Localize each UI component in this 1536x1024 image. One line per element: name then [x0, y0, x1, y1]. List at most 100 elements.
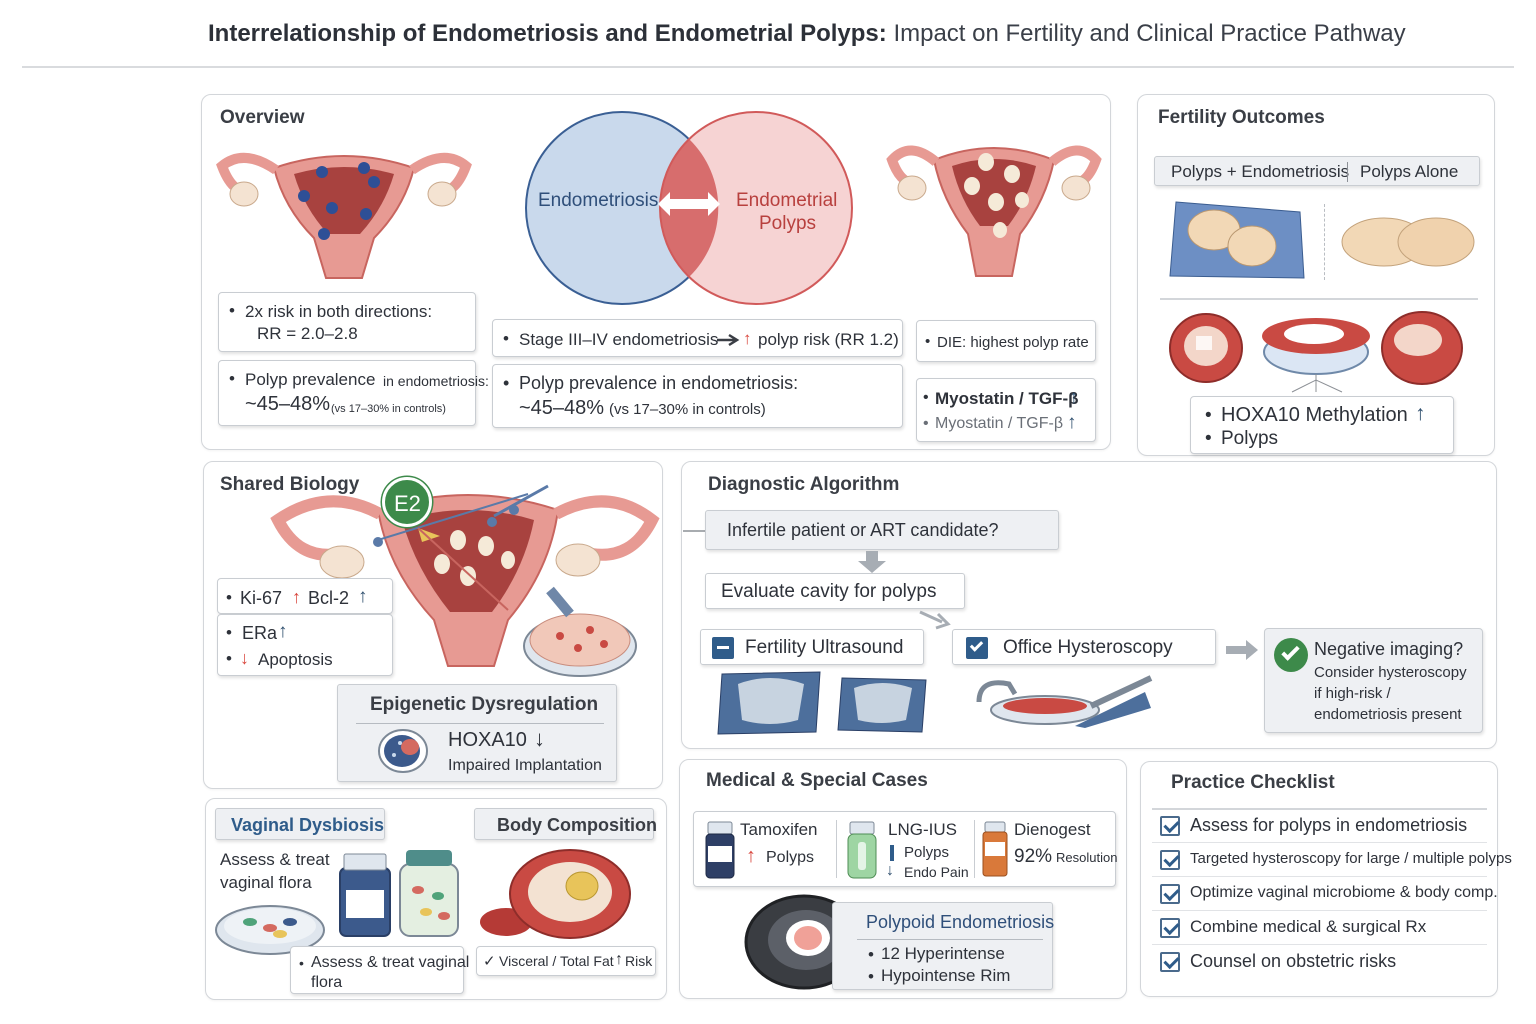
checklist-rule: [1152, 944, 1487, 945]
checklist-rule: [1152, 876, 1487, 877]
assess-flora-box: • Assess & treat vaginal flora: [290, 946, 469, 994]
ultrasound-images-illustration: [717, 671, 927, 735]
stage-box: • Stage III–IV endometriosis ↑ polyp ris…: [492, 319, 903, 357]
checkbox-checked-icon[interactable]: [1160, 952, 1180, 972]
visceral-fat-illustration: [480, 849, 631, 939]
fertility-divider: [1324, 204, 1325, 280]
checklist-item[interactable]: Assess for polyps in endometriosis: [1158, 814, 1488, 838]
question-1: Infertile patient or ART candidate?: [727, 520, 999, 540]
ultrasound-option[interactable]: Fertility Ultrasound: [700, 629, 924, 665]
checklist-item-label: Combine medical & surgical Rx: [1190, 917, 1427, 936]
med-divider: [836, 820, 837, 878]
hoxa-methylation-box: • HOXA10 Methylation ↑ • Polyps: [1190, 396, 1454, 454]
branch-arrow-icon: [919, 610, 951, 630]
checklist-item[interactable]: Targeted hysteroscopy for large / multip…: [1158, 848, 1512, 872]
tab-polyps-endometriosis[interactable]: Polyps + Endometriosis: [1171, 162, 1350, 181]
bullet: •: [226, 623, 232, 642]
polypoid-item-2: Hypointense Rim: [881, 966, 1011, 985]
prevalence-left-value: ~45–48%: [245, 393, 331, 415]
estrogen-badge: E2: [382, 477, 432, 527]
hysteroscopy-label: Office Hysteroscopy: [1003, 637, 1173, 658]
checkbox-checked-icon[interactable]: [1160, 884, 1180, 904]
title-subtitle: Impact on Fertility and Clinical Practic…: [893, 20, 1406, 47]
down-arrow-icon: ↓: [886, 862, 894, 879]
check-circle-icon: [1274, 638, 1308, 672]
right-arrow-icon: [1226, 640, 1258, 660]
hoxa10-label: HOXA10: [448, 729, 527, 751]
era-box: • ERa ↑ • ↓ Apoptosis: [217, 614, 393, 676]
myostatin-1: Myostatin / TGF-β: [935, 389, 1079, 408]
lng-ius-sub-1: Polyps: [904, 844, 950, 861]
venn-label-endometriosis: Endometriosis: [538, 190, 659, 211]
risk-text-1: 2x risk in both directions:: [245, 302, 433, 321]
cell-icon: [378, 729, 428, 773]
prevalence-left-b: in endometriosis:: [383, 373, 489, 389]
dienogest-label: Dienogest: [1014, 820, 1091, 839]
bullet: •: [868, 945, 874, 964]
checkbox-checked-icon[interactable]: [1160, 918, 1180, 938]
fertility-tabs: Polyps + Endometriosis Polyps Alone: [1154, 156, 1480, 186]
body-composition-tab: Body Composition: [474, 808, 657, 840]
die-text: DIE: highest polyp rate: [937, 334, 1089, 351]
fertility-rule: [1160, 298, 1478, 300]
prevalence-box-left: • Polyp prevalence in endometriosis: ~45…: [218, 360, 489, 426]
page-title: Interrelationship of Endometriosis and E…: [208, 20, 1406, 48]
medical-heading: Medical & Special Cases: [706, 770, 928, 791]
down-bar-icon: [890, 845, 894, 861]
checklist-item[interactable]: Optimize vaginal microbiome & body comp.: [1158, 882, 1498, 906]
up-arrow-red-icon: ↑: [743, 329, 752, 348]
prevalence-box-mid: • Polyp prevalence in endometriosis: ~45…: [492, 364, 903, 428]
tamoxifen-label: Tamoxifen: [740, 820, 818, 839]
venn-diagram: [525, 111, 853, 305]
up-arrow-icon: ↑: [278, 621, 288, 642]
fertility-heading: Fertility Outcomes: [1158, 107, 1325, 128]
negative-imaging-box: Negative imaging? Consider hysteroscopy …: [1264, 628, 1483, 733]
risk-text-2: RR = 2.0–2.8: [257, 324, 358, 343]
polypoid-title: Polypoid Endometriosis: [866, 912, 1055, 932]
embryo-illustration: [1341, 217, 1475, 267]
venn-label-polyps-1: Endometrial: [736, 190, 838, 211]
checkbox-checked-icon[interactable]: [1160, 816, 1180, 836]
hysteroscope-illustration: [976, 675, 1153, 728]
uterus-shared-biology-illustration: [270, 484, 660, 667]
bcl2-label: Bcl-2: [308, 588, 350, 608]
era-label: ERa: [242, 623, 278, 643]
checklist-item[interactable]: Counsel on obstetric risks: [1158, 950, 1488, 974]
polyps-label: Polyps: [1221, 428, 1279, 449]
hysteroscopy-option[interactable]: Office Hysteroscopy: [952, 629, 1216, 665]
impaired-implantation: Impaired Implantation: [448, 757, 602, 774]
checklist-item-label: Counsel on obstetric risks: [1190, 951, 1397, 971]
venn-label-polyps-2: Polyps: [759, 213, 817, 234]
negative-imaging-3: endometriosis present: [1314, 706, 1462, 723]
negative-imaging-title: Negative imaging?: [1314, 639, 1464, 659]
checklist-item-label: Assess for polyps in endometriosis: [1190, 815, 1468, 835]
checkbox-checked-icon[interactable]: [1160, 850, 1180, 870]
prevalence-mid-value: ~45–48%: [519, 397, 605, 419]
question-2: Evaluate cavity for polyps: [721, 581, 937, 602]
diagnostic-heading: Diagnostic Algorithm: [708, 474, 900, 495]
uterus-polyps-illustration: [886, 145, 1102, 277]
tab-polyps-alone[interactable]: Polyps Alone: [1360, 162, 1459, 181]
apoptosis-label: Apoptosis: [258, 650, 333, 669]
bullet: •: [226, 588, 232, 607]
petri-dish-illustration: [523, 586, 637, 677]
bullet: •: [925, 333, 931, 350]
question-box-2: Evaluate cavity for polyps: [705, 573, 965, 609]
up-arrow-red-icon: ↑: [746, 845, 756, 867]
checklist-item[interactable]: Combine medical & surgical Rx: [1158, 916, 1488, 940]
checklist-item-label: Targeted hysteroscopy for large / multip…: [1190, 850, 1512, 867]
assess-box-text-2: flora: [311, 974, 343, 991]
prevalence-mid-a: Polyp prevalence in endometriosis:: [519, 373, 799, 393]
risk-box: • 2x risk in both directions: RR = 2.0–2…: [218, 292, 476, 352]
medications-box: Tamoxifen ↑ Polyps LNG-IUS Polyps ↓ Endo…: [693, 811, 1117, 887]
bullet: •: [226, 649, 232, 668]
checklist-heading: Practice Checklist: [1171, 772, 1335, 793]
vaginal-dysbiosis-tab: Vaginal Dysbiosis: [215, 808, 385, 840]
bullet: •: [868, 967, 874, 986]
visceral-fat-box: ✓ Visceral / Total Fat ↑ Risk: [476, 946, 656, 976]
polypoid-item-1: 12 Hyperintense: [881, 944, 1005, 963]
prevalence-mid-note: (vs 17–30% in controls): [609, 401, 766, 418]
bullet: •: [923, 389, 929, 406]
down-arrow-red-icon: ↓: [240, 648, 249, 668]
checkbox-icon: [966, 637, 988, 659]
